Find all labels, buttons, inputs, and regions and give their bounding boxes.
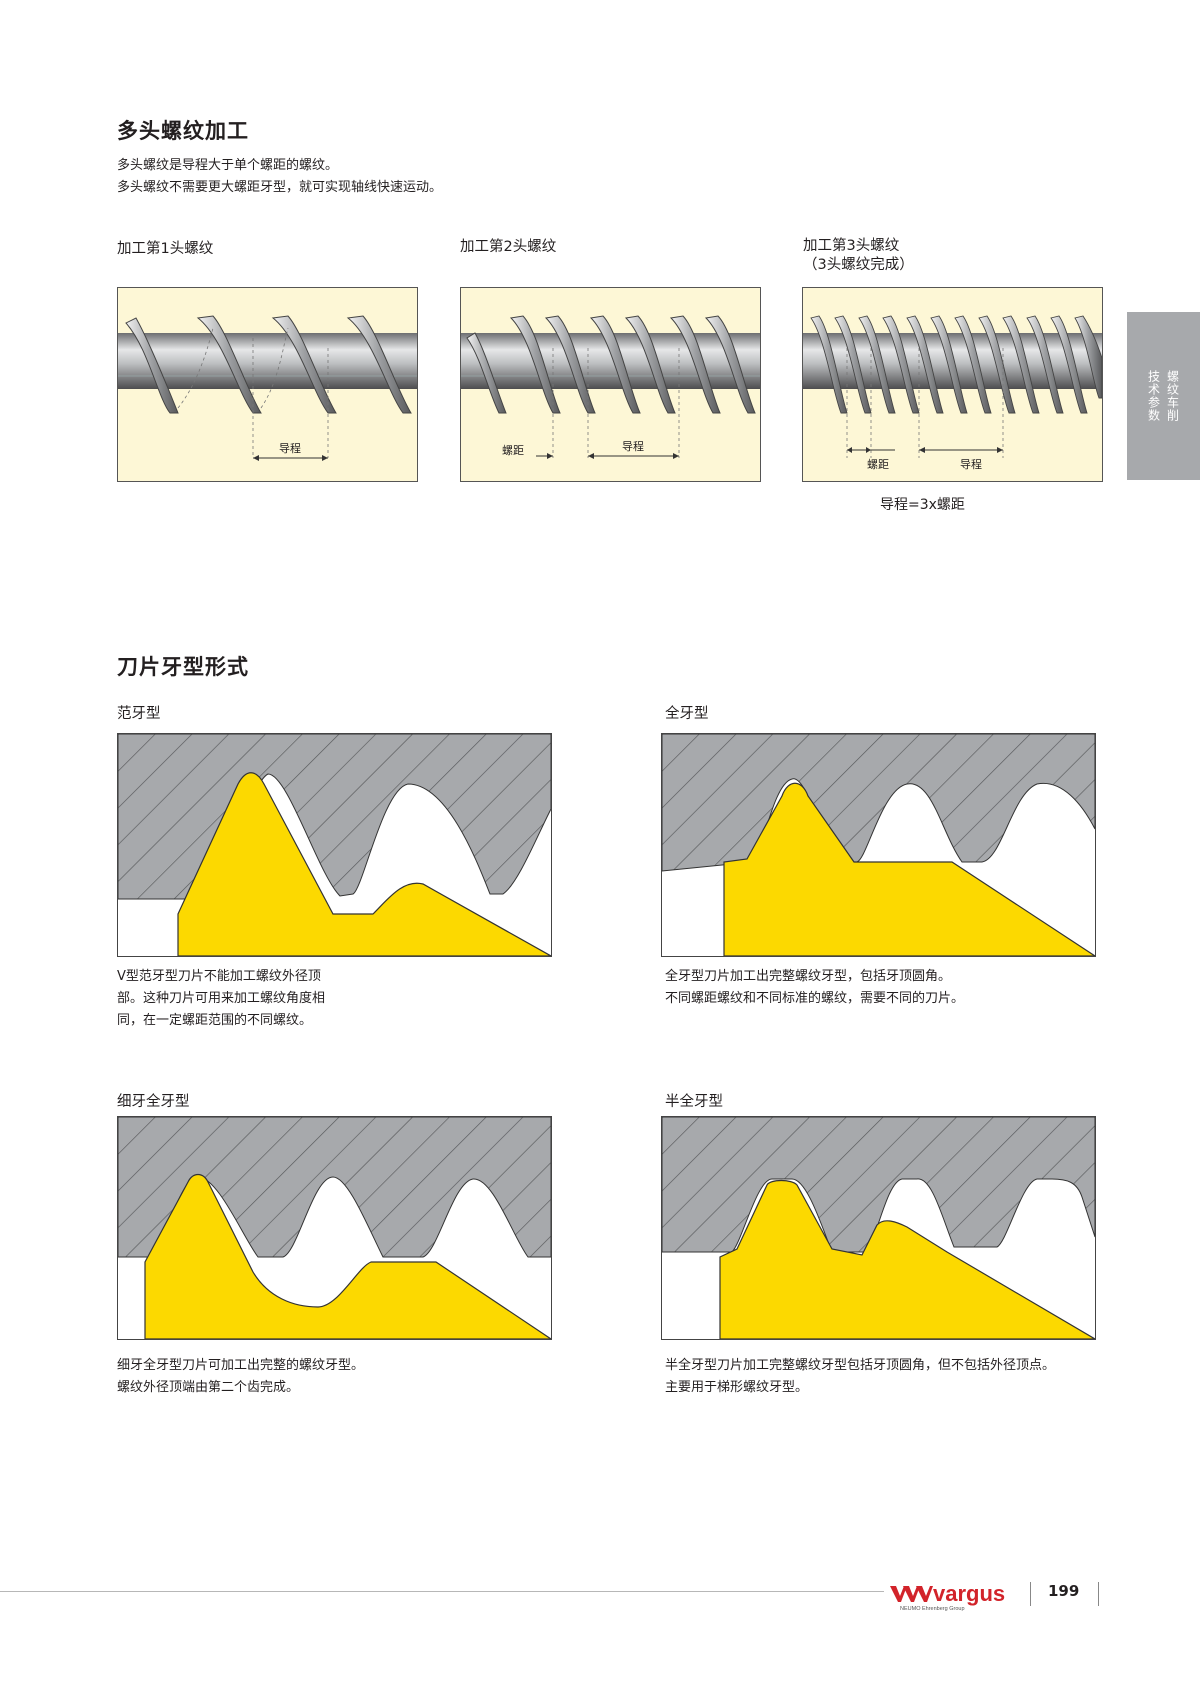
- desc-line: 螺纹外径顶端由第二个齿完成。: [117, 1380, 300, 1395]
- figure-thread-3: 螺距 导程: [802, 287, 1103, 482]
- section-title-multistart: 多头螺纹加工: [117, 119, 249, 143]
- footer-rule: [0, 1591, 884, 1592]
- figure-label-pitch: 螺距: [867, 458, 889, 471]
- profile-fine-full: [117, 1116, 552, 1340]
- desc-line: 半全牙型刀片加工完整螺纹牙型包括牙顶圆角，但不包括外径顶点。: [665, 1358, 1056, 1373]
- profile-desc: 细牙全牙型刀片可加工出完整的螺纹牙型。 螺纹外径顶端由第二个齿完成。: [117, 1355, 364, 1399]
- profile-title: 半全牙型: [665, 1094, 723, 1110]
- desc-line: 全牙型刀片加工出完整螺纹牙型，包括牙顶圆角。: [665, 969, 952, 984]
- profile-desc: V型范牙型刀片不能加工螺纹外径顶 部。这种刀片可用来加工螺纹角度相 同，在一定螺…: [117, 966, 325, 1032]
- figure-label-lead: 导程: [960, 458, 982, 471]
- figure-thread-1: 导程: [117, 287, 418, 482]
- section-title-profiles: 刀片牙型形式: [117, 655, 249, 679]
- vargus-logo: vargus NEUMO Ehrenberg Group: [890, 1580, 1030, 1612]
- profile-title: 范牙型: [117, 706, 161, 722]
- profile-full: [661, 733, 1096, 957]
- figure-caption: 加工第2头螺纹: [460, 239, 557, 255]
- caption-line: 加工第3头螺纹: [803, 238, 900, 254]
- figure-caption: 加工第3头螺纹 （3头螺纹完成）: [803, 237, 914, 275]
- figure-caption: 加工第1头螺纹: [117, 241, 214, 257]
- tab-label: 技术参数: [1146, 370, 1161, 422]
- profile-partial: [117, 733, 552, 957]
- tab-label: 螺纹车削: [1165, 370, 1180, 422]
- profile-semi-full: [661, 1116, 1096, 1340]
- figure-label-lead: 导程: [622, 440, 644, 453]
- desc-line: 不同螺距螺纹和不同标准的螺纹，需要不同的刀片。: [665, 991, 965, 1006]
- page-number: 199: [1048, 1582, 1080, 1600]
- profile-title: 细牙全牙型: [117, 1094, 190, 1110]
- caption-line: （3头螺纹完成）: [803, 257, 914, 273]
- footer-separator: [1098, 1582, 1099, 1606]
- desc-line: V型范牙型刀片不能加工螺纹外径顶: [117, 969, 321, 984]
- profile-desc: 半全牙型刀片加工完整螺纹牙型包括牙顶圆角，但不包括外径顶点。 主要用于梯形螺纹牙…: [665, 1355, 1055, 1399]
- figure-label-lead: 导程: [279, 442, 301, 455]
- brand-name: vargus: [933, 1581, 1005, 1606]
- profile-desc: 全牙型刀片加工出完整螺纹牙型，包括牙顶圆角。 不同螺距螺纹和不同标准的螺纹，需要…: [665, 966, 964, 1010]
- desc-line: 多头螺纹是导程大于单个螺距的螺纹。: [117, 158, 339, 173]
- desc-line: 部。这种刀片可用来加工螺纹角度相: [117, 991, 326, 1006]
- side-chapter-tab[interactable]: 螺纹车削 技术参数: [1127, 312, 1200, 480]
- desc-line: 多头螺纹不需要更大螺距牙型，就可实现轴线快速运动。: [117, 180, 443, 195]
- footer-separator: [1030, 1582, 1031, 1606]
- desc-line: 细牙全牙型刀片可加工出完整的螺纹牙型。: [117, 1358, 365, 1373]
- section-description: 多头螺纹是导程大于单个螺距的螺纹。 多头螺纹不需要更大螺距牙型，就可实现轴线快速…: [117, 155, 442, 199]
- figure-thread-2: 螺距 导程: [460, 287, 761, 482]
- desc-line: 同，在一定螺距范围的不同螺纹。: [117, 1013, 313, 1028]
- figure-label-pitch: 螺距: [502, 444, 524, 457]
- lead-formula: 导程=3x螺距: [880, 497, 965, 513]
- brand-sub: NEUMO Ehrenberg Group: [900, 1606, 965, 1612]
- profile-title: 全牙型: [665, 706, 709, 722]
- desc-line: 主要用于梯形螺纹牙型。: [665, 1380, 809, 1395]
